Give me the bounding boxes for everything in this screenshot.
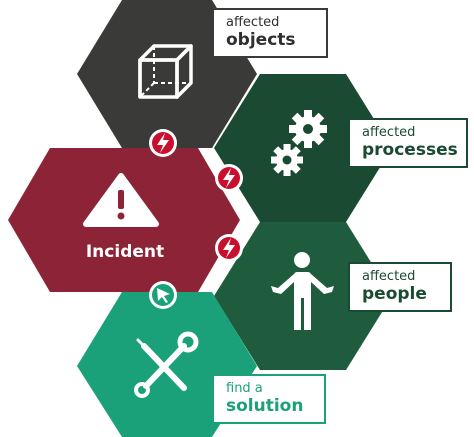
person-shrug-icon [271, 252, 334, 330]
label-people-line1: affected [362, 269, 416, 284]
tools-icon [134, 331, 199, 398]
label-affected-processes: affected processes [348, 118, 468, 168]
hexagon-processes [214, 74, 392, 222]
label-processes-line1: affected [362, 125, 416, 140]
label-objects-line1: affected [226, 15, 280, 30]
label-affected-objects: affected objects [212, 8, 328, 58]
lightning-connector-processes [215, 164, 243, 192]
cursor-connector-solution [149, 281, 177, 309]
label-objects-line2: objects [226, 29, 296, 50]
cube-icon [138, 44, 193, 99]
warning-icon [83, 173, 159, 227]
label-people-line2: people [362, 283, 427, 304]
label-solution-line2: solution [226, 395, 304, 416]
label-find-solution: find a solution [212, 374, 326, 424]
label-affected-people: affected people [348, 262, 452, 312]
lightning-connector-people [215, 234, 243, 262]
incident-label: Incident [85, 242, 165, 262]
label-processes-line2: processes [362, 139, 458, 160]
lightning-connector-objects [149, 129, 177, 157]
label-solution-line1: find a [226, 381, 263, 396]
